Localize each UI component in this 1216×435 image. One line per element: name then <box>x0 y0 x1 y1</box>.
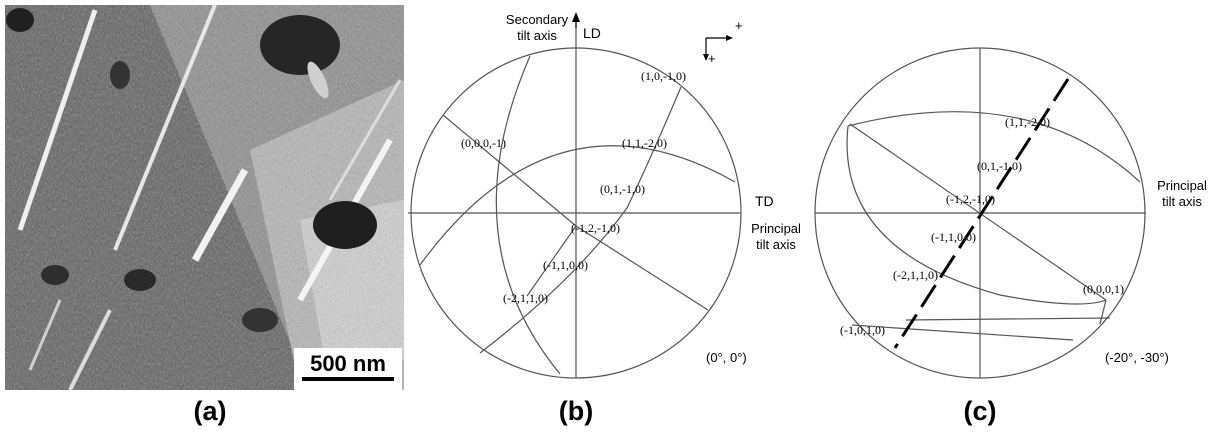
sign-x-arrowhead <box>726 35 733 41</box>
principal-axis-label-line1: Principal <box>751 221 801 236</box>
pole-label: (-1,0,1,0) <box>840 323 885 337</box>
trace-b1 <box>442 114 577 227</box>
micrograph-image <box>5 5 404 390</box>
ld-label: LD <box>583 25 601 41</box>
pole-label: (-1,2,-1,0) <box>571 221 620 235</box>
pole-label: (-1,2,-1,0) <box>946 192 995 206</box>
secondary-axis-label-line2: tilt axis <box>517 28 557 43</box>
principal-axis-label-c-line2: tilt axis <box>1162 194 1202 209</box>
trace-c1 <box>849 123 1107 301</box>
pole-label: (0,0,0,1) <box>1083 282 1124 296</box>
trace-c4 <box>1099 299 1107 325</box>
great-circle-b3 <box>479 86 682 354</box>
sign-y-arrowhead <box>703 54 709 61</box>
tilt-readout-b: (0°, 0°) <box>706 350 747 365</box>
tilt-trace-dashed <box>893 78 1070 349</box>
sign-plus-y: + <box>708 51 716 66</box>
great-circle-b1 <box>419 145 736 266</box>
principal-axis-label-c-line1: Principal <box>1157 178 1207 193</box>
panel-c <box>814 47 1146 379</box>
panel-c-label: (c) <box>964 396 997 426</box>
scale-bar-label: 500 nm <box>310 351 386 376</box>
great-circle-c2 <box>846 125 1107 305</box>
pole-label: (0,1,-1,0) <box>977 159 1022 173</box>
pole-label: (1,1,-2,0) <box>1005 115 1050 129</box>
td-label: TD <box>755 193 774 209</box>
ld-arrowhead <box>572 12 580 22</box>
pole-label: (-2,1,1,0) <box>503 291 548 305</box>
pole-label: (1,1,-2,0) <box>622 136 667 150</box>
pole-label: (-2,1,1,0) <box>893 268 938 282</box>
pole-label: (-1,1,0,0) <box>543 258 588 272</box>
sign-plus-x: + <box>735 18 743 33</box>
pole-label: (-1,1,0,0) <box>931 230 976 244</box>
panel-a-label: (a) <box>194 396 227 426</box>
trace-c3 <box>851 324 1074 341</box>
secondary-axis-label-line1: Secondary <box>506 12 569 27</box>
pole-label: (0,1,-1,0) <box>600 182 645 196</box>
principal-axis-label-line2: tilt axis <box>756 237 796 252</box>
panel-c-labels: Principal tilt axis (1,1,-2,0) (0,1,-1,0… <box>840 115 1207 426</box>
great-circle-c1 <box>847 111 1141 183</box>
great-circle-b2 <box>495 55 561 375</box>
trace-b2 <box>575 225 709 311</box>
trace-b3 <box>526 225 577 297</box>
panel-b <box>408 12 742 379</box>
panel-a: 500 nm (a) <box>5 5 404 426</box>
tilt-readout-c: (-20°, -30°) <box>1105 350 1169 365</box>
trace-c2 <box>905 317 1111 321</box>
pole-label: (0,0,0,-1) <box>461 136 506 150</box>
panel-b-labels: Secondary tilt axis LD + + TD Principal … <box>461 12 801 426</box>
pole-label: (1,0,-1,0) <box>641 69 686 83</box>
panel-b-label: (b) <box>559 396 593 426</box>
